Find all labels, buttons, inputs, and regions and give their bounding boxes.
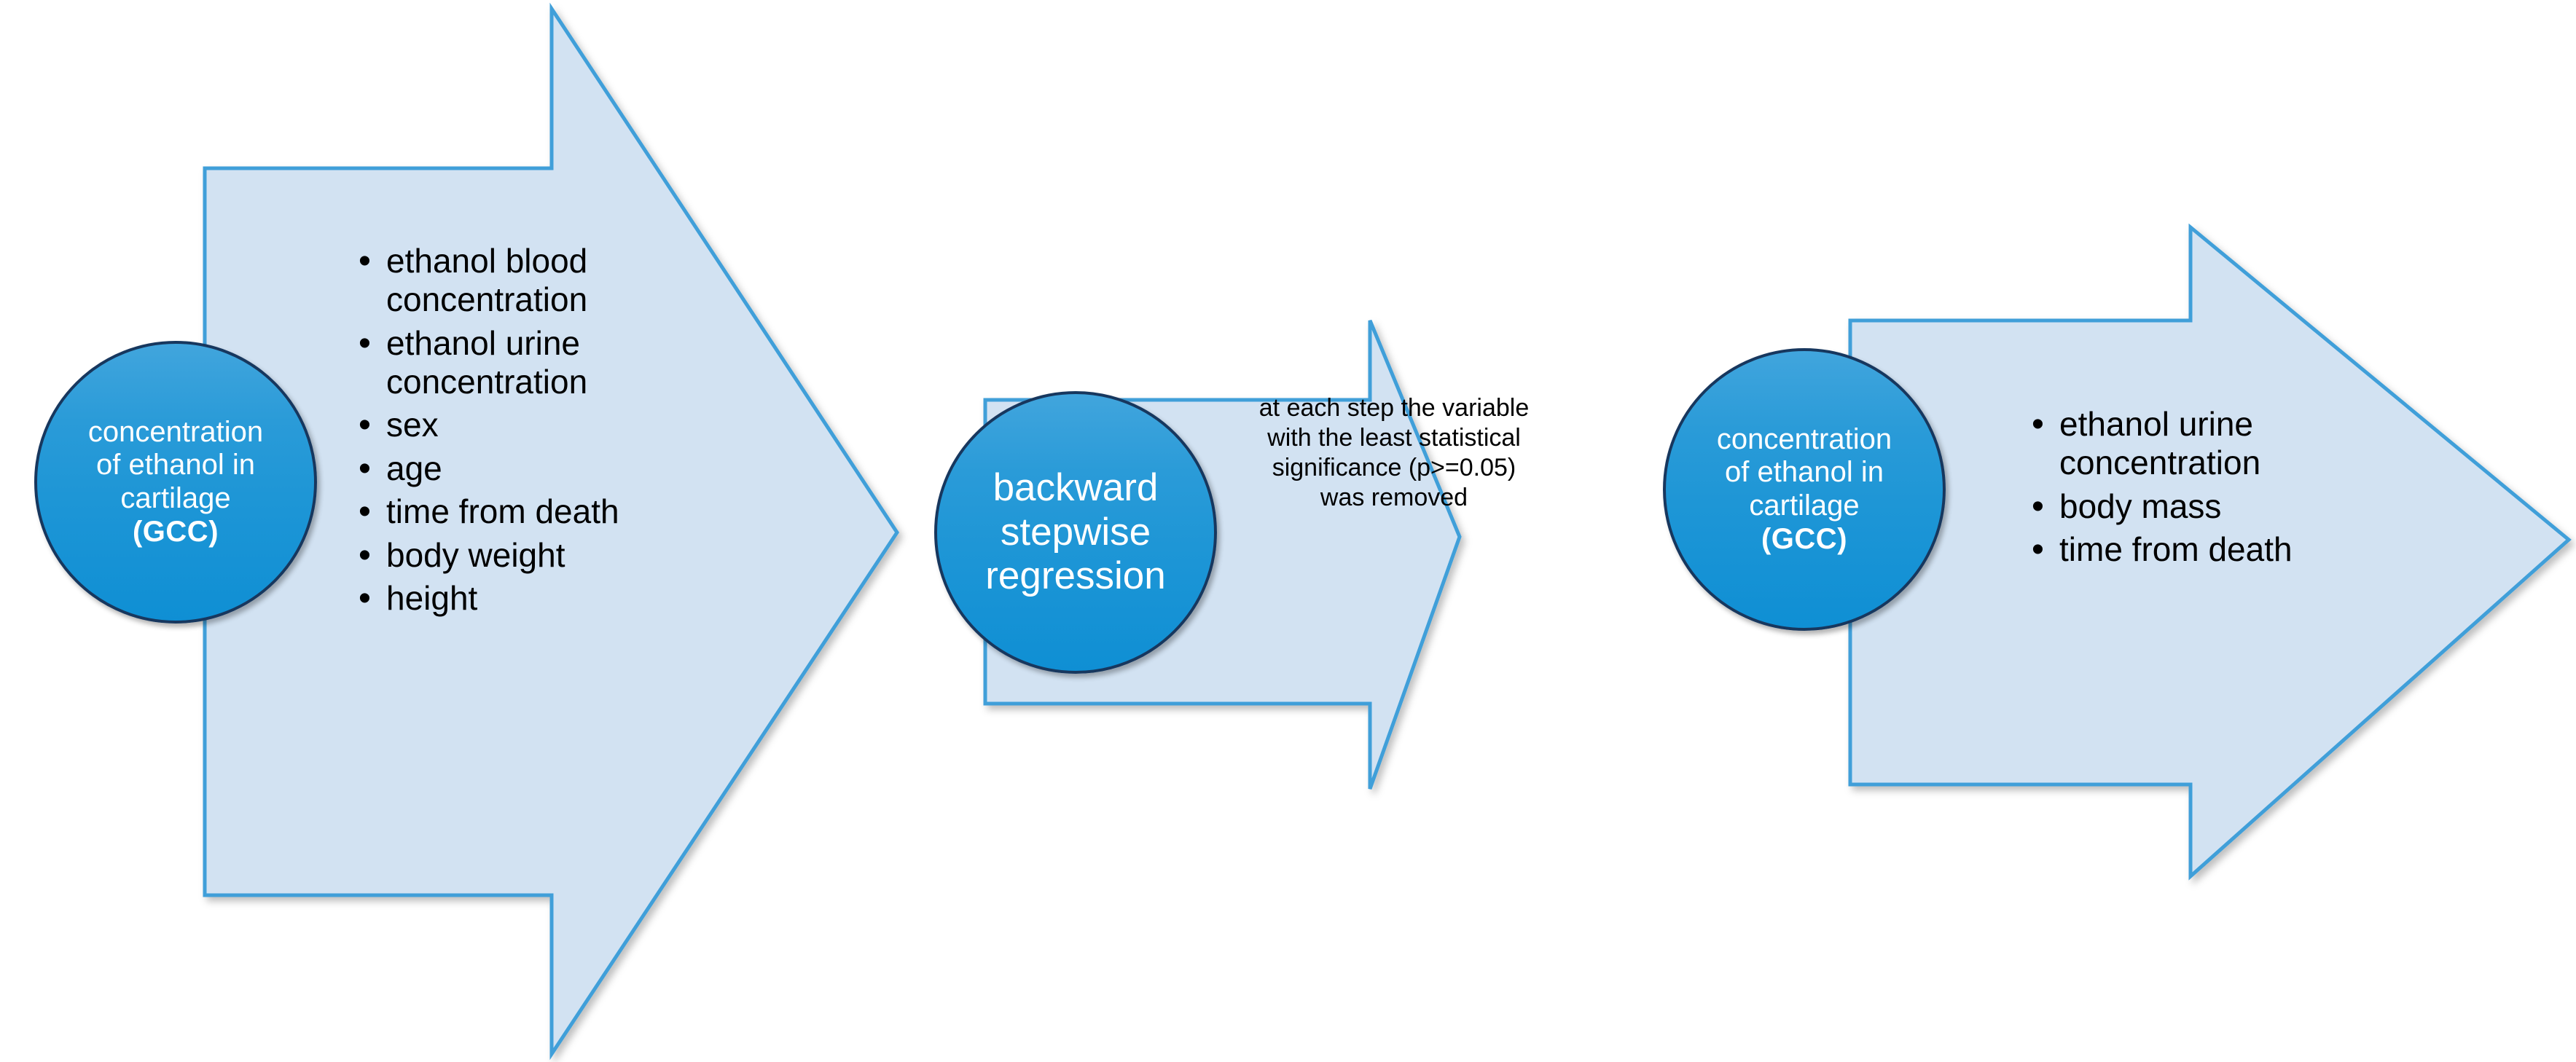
node-gcc-output-text: concentration of ethanol in cartilage (G… — [1666, 423, 1943, 556]
node-line-4: (GCC) — [1761, 522, 1848, 555]
node-line-3: regression — [985, 554, 1166, 598]
node-regression-text: backward stepwise regression — [937, 466, 1214, 598]
node-line-2: stepwise — [1000, 510, 1151, 554]
stage1-variable-list: ethanol blood concentration ethanol urin… — [354, 240, 660, 622]
node-gcc-input[interactable]: concentration of ethanol in cartilage (G… — [34, 341, 317, 624]
node-line-2: of ethanol in — [1725, 456, 1884, 489]
list-item: ethanol urine concentration — [2027, 404, 2341, 483]
stage3-variable-list: ethanol urine concentration body mass ti… — [2027, 404, 2341, 573]
node-line-3: cartilage — [120, 482, 231, 514]
node-line-2: of ethanol in — [96, 449, 255, 481]
node-line-1: backward — [993, 466, 1159, 510]
list-item: sex — [354, 404, 660, 445]
node-gcc-output[interactable]: concentration of ethanol in cartilage (G… — [1663, 348, 1946, 631]
node-line-3: cartilage — [1749, 489, 1860, 522]
node-gcc-input-text: concentration of ethanol in cartilage (G… — [37, 416, 314, 548]
list-item: body mass — [2027, 486, 2341, 527]
list-item: ethanol blood concentration — [354, 240, 660, 320]
list-item: time from death — [354, 491, 660, 532]
node-line-4: (GCC) — [132, 515, 219, 548]
list-item: ethanol urine concentration — [354, 323, 660, 402]
list-item: age — [354, 448, 660, 489]
list-item: body weight — [354, 535, 660, 575]
node-backward-stepwise-regression[interactable]: backward stepwise regression — [934, 391, 1217, 674]
list-item: height — [354, 578, 660, 618]
node-line-1: concentration — [1716, 422, 1892, 455]
list-item: time from death — [2027, 529, 2341, 570]
node-line-1: concentration — [87, 415, 264, 448]
stage2-arrow-note: at each step the variable with the least… — [1258, 394, 1530, 512]
